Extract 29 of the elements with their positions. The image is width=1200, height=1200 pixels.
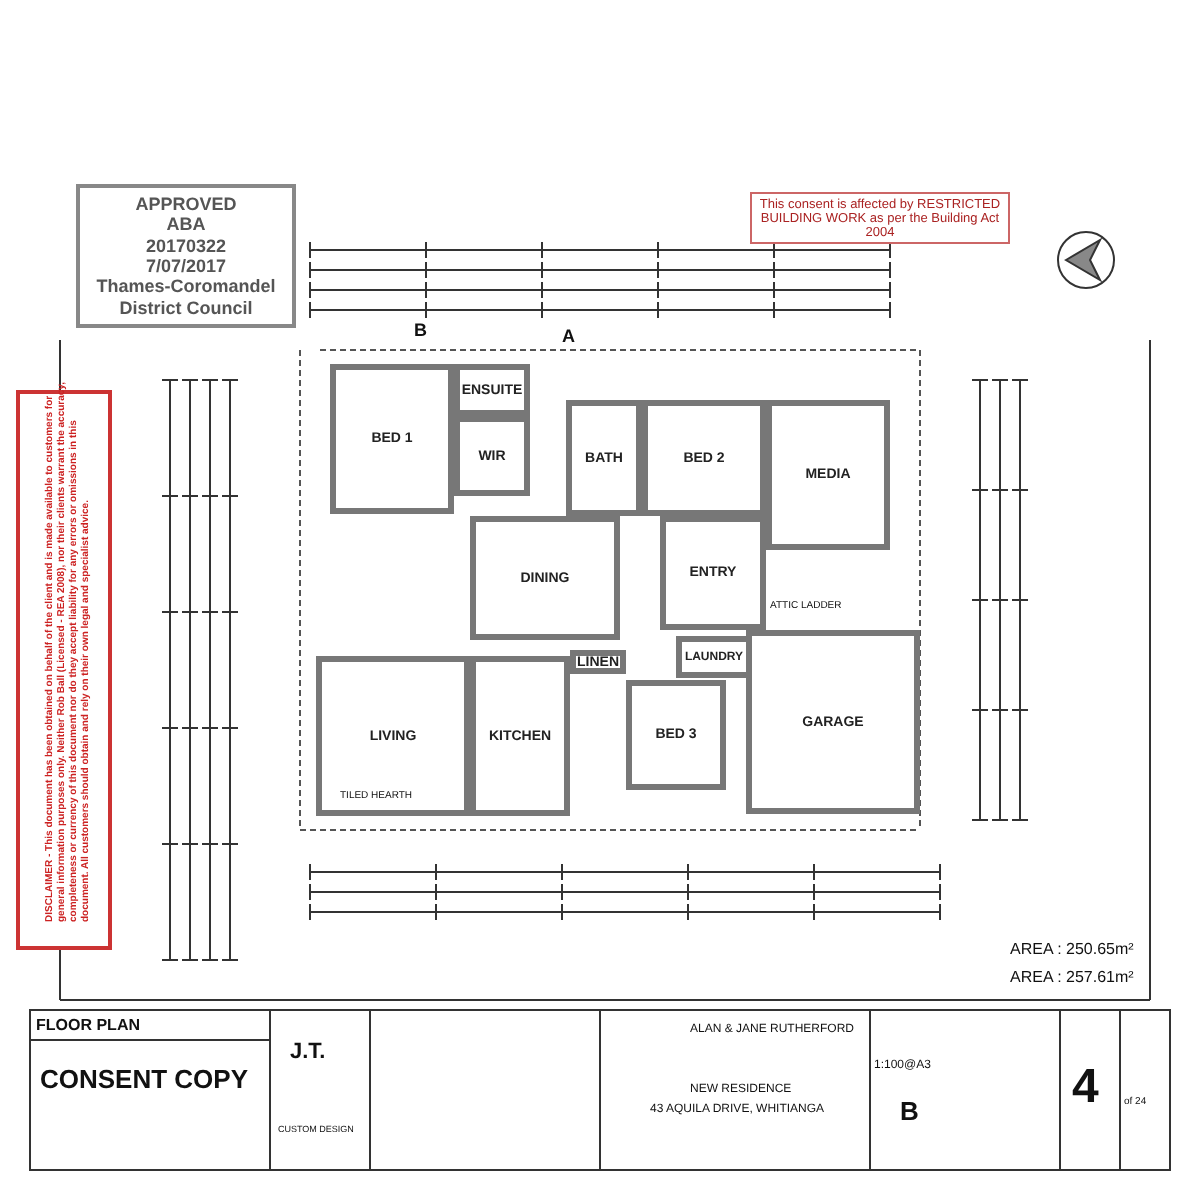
room-outline bbox=[570, 650, 626, 674]
room-outline bbox=[454, 364, 530, 416]
section-marker: B bbox=[414, 320, 427, 340]
section-marker: A bbox=[562, 326, 575, 346]
revision-letter: B bbox=[900, 1096, 919, 1126]
stamp-text: ABA bbox=[166, 214, 206, 236]
room-outline bbox=[470, 656, 570, 816]
stamp-text: CONSENT COPY bbox=[40, 1064, 249, 1094]
room-outline bbox=[746, 630, 920, 814]
room-outline bbox=[676, 636, 752, 678]
room-outline bbox=[330, 364, 454, 514]
room-outline bbox=[316, 656, 470, 816]
approval-stamp bbox=[76, 184, 296, 328]
drawing-title: FLOOR PLAN bbox=[36, 1016, 140, 1034]
room-outline bbox=[626, 680, 726, 790]
room-outline bbox=[566, 400, 642, 516]
stamp-text: APPROVED bbox=[135, 193, 237, 215]
drawer-initials: J.T. bbox=[290, 1040, 326, 1064]
room-outline bbox=[766, 400, 890, 550]
stamp-text: Thames-Coromandel District Council bbox=[94, 276, 278, 319]
stamp-text: 7/07/2017 bbox=[145, 256, 227, 277]
room-outline bbox=[660, 516, 766, 630]
stamp-text: 20170322 bbox=[145, 235, 227, 256]
area-text: AREA : 250.65m² bbox=[1010, 940, 1134, 958]
room-outline bbox=[454, 416, 530, 496]
room-outline bbox=[642, 400, 766, 516]
area-text: AREA : 257.61m² bbox=[1010, 968, 1134, 986]
room-outline bbox=[470, 516, 620, 640]
sheet-number: 4 bbox=[1072, 1060, 1099, 1116]
